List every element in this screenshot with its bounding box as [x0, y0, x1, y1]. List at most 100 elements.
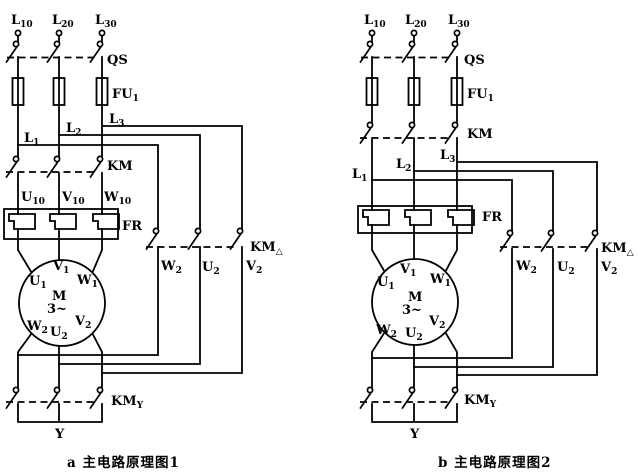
- caption-b: b 主电路原理图2: [438, 454, 552, 471]
- motor-name: M: [408, 290, 422, 305]
- motor-terminal-label: V1: [399, 262, 416, 279]
- km-delta-pole: [584, 229, 599, 253]
- km-contactor-pole: [89, 155, 104, 179]
- km-contactor-pole: [359, 121, 374, 145]
- motor-name: M: [52, 289, 66, 304]
- supply-label: L10: [11, 13, 33, 30]
- motor-terminal-label: V1: [52, 259, 69, 276]
- supply-terminal: [14, 29, 22, 37]
- heater-element: [49, 213, 77, 230]
- km-star-label: KMY: [111, 394, 144, 411]
- supply-label: L30: [448, 13, 470, 30]
- motor-terminal-label: W2: [26, 319, 48, 336]
- motor-circle: [18, 259, 106, 347]
- supply-terminal: [55, 29, 63, 37]
- km-contactor-pole: [444, 121, 459, 145]
- fuse-label: FU1: [467, 87, 494, 104]
- km-label: KM: [467, 127, 493, 142]
- km-delta-pole: [499, 229, 514, 253]
- km-star-pole: [401, 386, 416, 410]
- heater-element: [92, 213, 120, 230]
- diagram-b: L10 L20 L30 QS FU1 KM L1 L2 L3 FR KM△ W2…: [352, 13, 634, 471]
- delta-branch-wires: [371, 161, 598, 376]
- qs-switch-pole: [89, 40, 104, 64]
- heater-element: [447, 209, 475, 226]
- star-point-label: Y: [54, 427, 65, 442]
- qs-switch-pole: [401, 40, 416, 64]
- km-contactor-pole: [401, 121, 416, 145]
- qs-switch-pole: [5, 40, 20, 64]
- km-delta-label: KM△: [601, 241, 634, 258]
- motor-terminal-label: V2: [74, 314, 91, 331]
- switch-linkage-lines: [6, 56, 236, 403]
- delta-wire-label: U2: [202, 260, 220, 277]
- qs-label: QS: [107, 53, 128, 68]
- km-delta-pole: [540, 229, 555, 253]
- switch-linkage-lines: [360, 56, 590, 403]
- motor-terminal-label: W1: [429, 272, 451, 289]
- qs-label: QS: [464, 53, 485, 68]
- motor-circle: [371, 258, 459, 346]
- km-label: KM: [107, 159, 133, 174]
- phase-line-label: L3: [440, 148, 455, 165]
- heater-element: [404, 209, 432, 226]
- supply-label: L20: [405, 13, 427, 30]
- motor-terminal-label: W1: [76, 273, 98, 290]
- phase-wires: [371, 34, 458, 423]
- phase-wires: [17, 34, 103, 423]
- supply-terminal: [410, 29, 418, 37]
- feeder-wire-label: V10: [61, 190, 85, 207]
- motor-terminal-label: U2: [50, 325, 68, 342]
- delta-wire-label: W2: [515, 259, 537, 276]
- km-contactor-pole: [5, 155, 20, 179]
- delta-wire-label: W2: [160, 259, 182, 276]
- motor-terminal-label: W2: [375, 323, 397, 340]
- caption-a: a 主电路原理图1: [67, 454, 180, 471]
- supply-label: L30: [95, 13, 117, 30]
- supply-terminal: [98, 29, 106, 37]
- fuse-label: FU1: [112, 87, 139, 104]
- km-star-pole: [5, 386, 20, 410]
- diagram-a: L10 L20 L30 QS FU1 L1 L2 L3 KM U10 V10 W…: [3, 13, 283, 471]
- motor-phase: 3~: [402, 303, 422, 318]
- km-delta-label: KM△: [250, 240, 283, 257]
- km-star-pole: [46, 386, 61, 410]
- qs-switch-pole: [46, 40, 61, 64]
- motor-terminal-label: U1: [29, 274, 47, 291]
- km-star-label: KMY: [464, 393, 497, 410]
- km-star-pole: [444, 386, 459, 410]
- supply-label: L20: [52, 13, 74, 30]
- phase-line-label: L1: [24, 131, 39, 148]
- feeder-wire-label: U10: [21, 190, 45, 207]
- motor-terminal-label: V2: [428, 314, 445, 331]
- motor-terminal-label: U2: [405, 326, 423, 343]
- qs-switch-pole: [359, 40, 374, 64]
- delta-wire-label: U2: [557, 260, 575, 277]
- km-contactor-pole: [46, 155, 61, 179]
- feeder-wire-label: W10: [103, 190, 131, 207]
- motor-phase: 3~: [47, 302, 67, 317]
- motor-terminal-label: U1: [377, 275, 395, 292]
- phase-line-label: L2: [396, 157, 411, 174]
- qs-switch-pole: [444, 40, 459, 64]
- supply-label: L10: [364, 13, 386, 30]
- km-star-pole: [359, 386, 374, 410]
- fr-label: FR: [122, 219, 142, 234]
- supply-terminal: [453, 29, 461, 37]
- phase-line-label: L1: [352, 167, 367, 184]
- fr-label: FR: [482, 210, 502, 225]
- star-point-label: Y: [409, 427, 420, 442]
- thermal-relay-box: [357, 205, 473, 234]
- heater-element: [8, 213, 36, 230]
- heater-element: [362, 209, 390, 226]
- supply-terminal: [368, 29, 376, 37]
- delta-wire-label: V2: [600, 260, 617, 277]
- km-delta-pole: [229, 227, 244, 251]
- thermal-relay-box: [3, 208, 119, 240]
- delta-wire-label: V2: [245, 259, 262, 276]
- phase-line-label: L3: [109, 112, 124, 129]
- km-star-pole: [89, 386, 104, 410]
- phase-line-label: L2: [66, 121, 81, 138]
